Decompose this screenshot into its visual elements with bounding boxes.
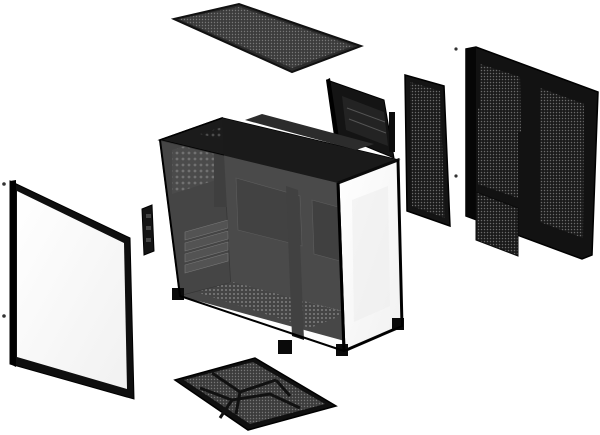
chassis-body [157,114,404,356]
front-mesh-panel [404,74,451,228]
right-side-panel [454,46,599,260]
rear-io-shield-bracket [141,204,155,256]
bottom-dust-filter [173,357,338,431]
top-dust-filter [170,2,364,74]
pcie-slot-covers [184,219,229,274]
left-glass-side-panel [2,180,135,400]
gpu-vertical-bracket [326,78,395,159]
